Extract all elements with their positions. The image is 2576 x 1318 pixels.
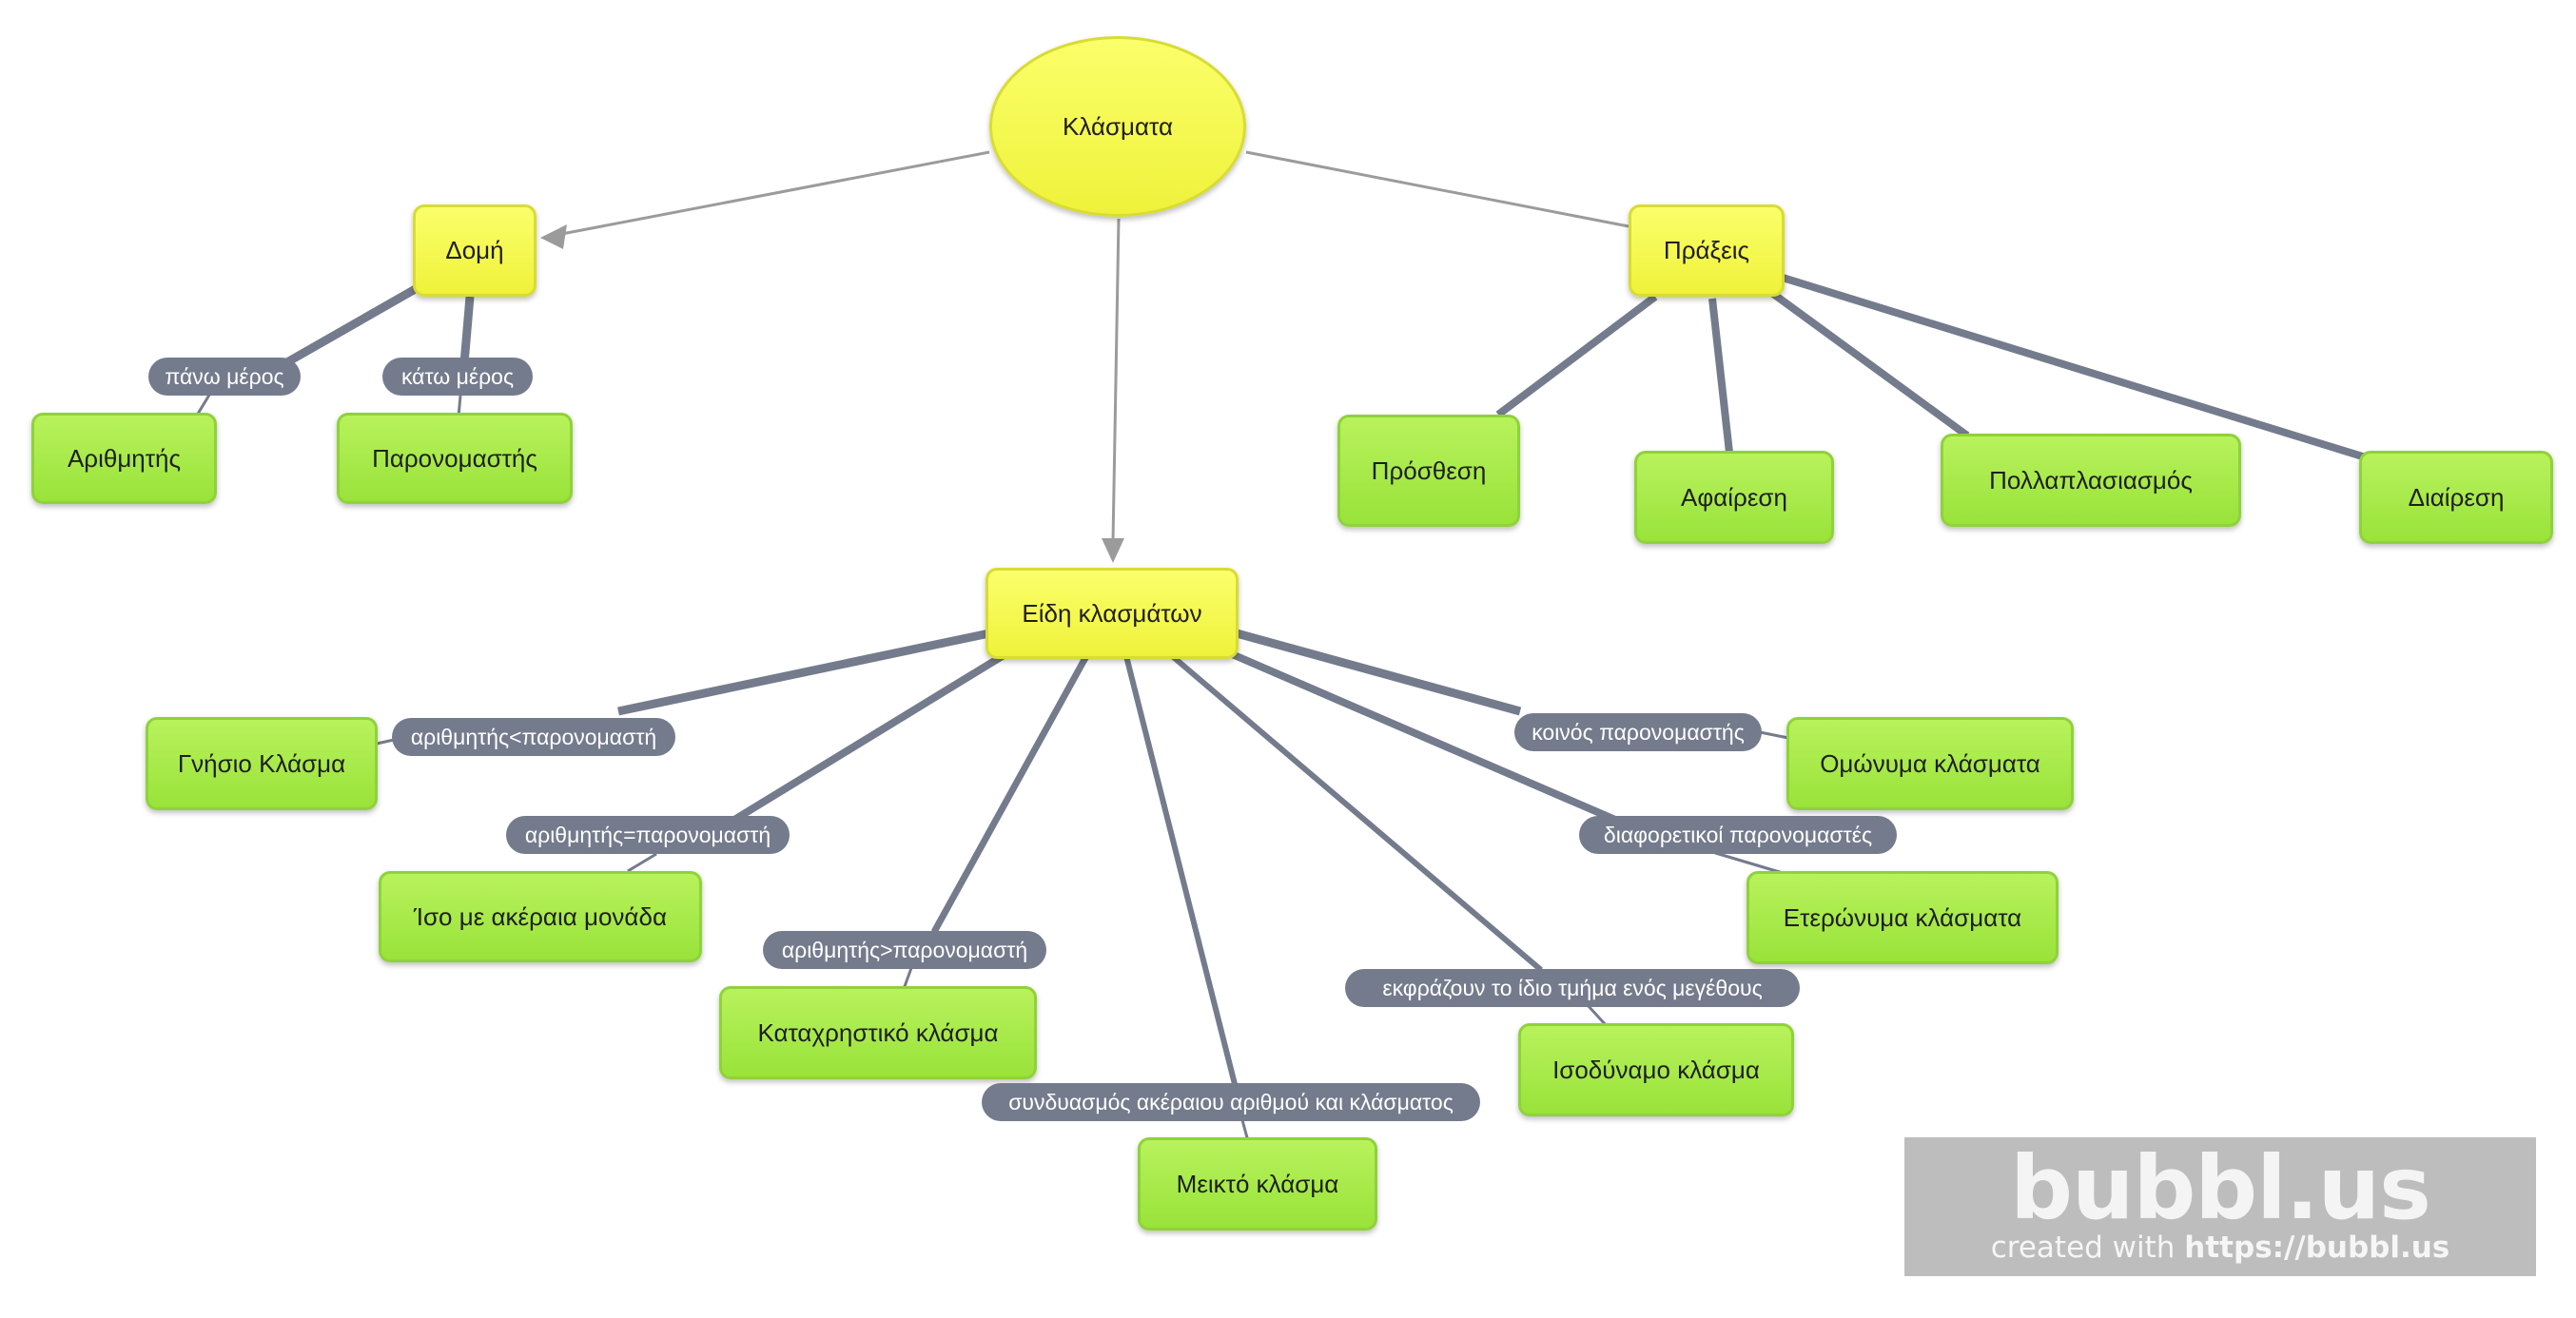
link-eidi-katachristiko: [930, 654, 1090, 934]
arrow-root-to-domi: [551, 150, 990, 240]
arrow-head-domi: [540, 224, 567, 249]
node-diairesi[interactable]: Διαίρεση: [2359, 451, 2553, 544]
link-label-katachristiko[interactable]: αριθμητής>παρονομαστή: [763, 931, 1046, 969]
link-eidi-omonyma: [1235, 629, 1522, 716]
node-afairesi[interactable]: Αφαίρεση: [1634, 451, 1834, 544]
link-eidi-mikto: [1123, 655, 1238, 1085]
link-eidi-isodynamo: [1168, 651, 1543, 973]
link-domi-arithmitis: [283, 283, 421, 367]
bubbl-watermark: bubbl.us created with https://bubbl.us: [1904, 1137, 2536, 1276]
link-prakseis-diairesi: [1781, 274, 2371, 462]
link-label-pano-meros[interactable]: πάνω μέρος: [148, 358, 301, 396]
node-iso[interactable]: Ίσο με ακέραια μονάδα: [379, 871, 702, 962]
node-isodynamo[interactable]: Ισοδύναμο κλάσμα: [1518, 1023, 1794, 1116]
node-prakseis[interactable]: Πράξεις: [1629, 204, 1785, 297]
link-eidi-eteronyma: [1221, 647, 1617, 824]
node-pollaplasiasmos[interactable]: Πολλαπλασιασμός: [1941, 434, 2241, 527]
link-eidi-iso: [732, 643, 1021, 824]
link-eidi-eteronyma-thin: [1711, 850, 1784, 875]
bubbl-url: https://bubbl.us: [2184, 1231, 2450, 1265]
node-arithmitis[interactable]: Αριθμητής: [31, 413, 217, 504]
node-domi[interactable]: Δομή: [413, 204, 537, 297]
link-prakseis-prosthesi: [1495, 293, 1658, 418]
link-eidi-iso-thin: [627, 852, 657, 873]
node-eteronyma[interactable]: Ετερώνυμα κλάσματα: [1747, 871, 2059, 964]
created-with-text: created with: [1990, 1231, 2185, 1265]
node-mikto[interactable]: Μεικτό κλάσμα: [1138, 1137, 1377, 1231]
link-label-iso[interactable]: αριθμητής=παρονομαστή: [506, 816, 790, 854]
link-prakseis-pollaplasiasmos: [1766, 287, 1970, 439]
arrow-head-eidi: [1102, 538, 1124, 563]
link-eidi-gnisio: [617, 629, 990, 716]
node-prosthesi[interactable]: Πρόσθεση: [1337, 415, 1520, 527]
link-label-eteronyma[interactable]: διαφορετικοί παρονομαστές: [1579, 816, 1897, 854]
link-label-mikto[interactable]: συνδυασμός ακέραιου αριθμού και κλάσματο…: [982, 1083, 1480, 1121]
bubbl-logo: bubbl.us: [2010, 1137, 2431, 1239]
arrow-root-to-prakseis: [1245, 150, 1630, 228]
link-label-isodynamo[interactable]: εκφράζουν το ίδιο τμήμα ενός μεγέθους: [1345, 969, 1800, 1007]
link-label-gnisio[interactable]: αριθμητής<παρονομαστή: [392, 718, 675, 756]
link-label-kato-meros[interactable]: κάτω μέρος: [382, 358, 533, 396]
node-root[interactable]: Κλάσματα: [989, 36, 1246, 217]
node-paronomastis[interactable]: Παρονομαστής: [337, 413, 573, 504]
link-label-omonyma[interactable]: κοινός παρονομαστής: [1514, 713, 1762, 751]
arrow-root-to-eidi: [1111, 218, 1121, 543]
link-eidi-katachristiko-thin: [902, 967, 913, 990]
node-omonyma[interactable]: Ομώνυμα κλάσματα: [1786, 717, 2074, 810]
link-eidi-omonyma-thin: [1759, 730, 1789, 740]
created-with-line: created with https://bubbl.us: [1904, 1231, 2536, 1265]
link-prakseis-afairesi: [1708, 298, 1733, 454]
link-eidi-gnisio-thin: [376, 738, 395, 746]
link-domi-paronomastis: [459, 296, 475, 364]
node-eidi[interactable]: Είδη κλασμάτων: [986, 568, 1239, 659]
node-gnisio[interactable]: Γνήσιο Κλάσμα: [146, 717, 378, 810]
node-katachristiko[interactable]: Καταχρηστικό κλάσμα: [719, 986, 1037, 1079]
